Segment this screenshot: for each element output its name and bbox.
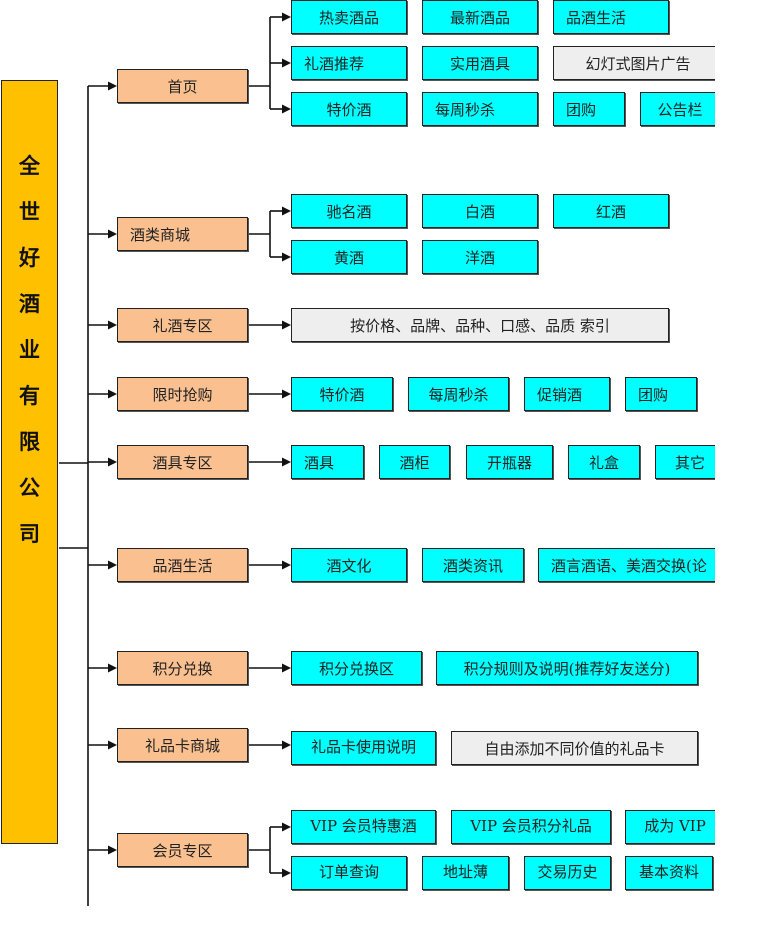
arrowhead-icon (108, 389, 117, 399)
root-title-char: 全 (19, 153, 40, 178)
arrowhead-icon (282, 663, 291, 673)
arrowhead-icon (282, 206, 291, 216)
page-node[interactable]: 其它 (655, 445, 715, 479)
page-node[interactable]: 红酒 (553, 194, 669, 228)
section-node[interactable]: 限时抢购 (117, 377, 248, 411)
page-node[interactable]: 礼品卡使用说明 (291, 731, 436, 765)
note-node[interactable]: 幻灯式图片广告 (553, 46, 715, 80)
section-node[interactable]: 积分兑换 (117, 651, 248, 685)
page-node[interactable]: 白酒 (422, 194, 538, 228)
page-node[interactable]: 最新酒品 (422, 0, 538, 34)
arrowhead-icon (282, 12, 291, 22)
arrowhead-icon (282, 560, 291, 570)
page-node[interactable]: 交易历史 (524, 856, 611, 890)
root-title-char: 好 (19, 245, 40, 270)
arrowhead-icon (108, 740, 117, 750)
page-node[interactable]: 地址薄 (422, 856, 509, 890)
page-node[interactable]: 礼酒推荐 (291, 46, 407, 80)
page-node[interactable]: 品酒生活 (553, 0, 669, 34)
page-node[interactable]: 订单查询 (291, 856, 407, 890)
page-node[interactable]: 基本资料 (625, 856, 713, 890)
root-title-char: 有 (19, 383, 40, 408)
page-node[interactable]: 洋酒 (422, 240, 538, 274)
arrowhead-icon (282, 457, 291, 467)
page-node[interactable]: 酒文化 (291, 548, 407, 582)
page-node[interactable]: 积分规则及说明(推荐好友送分) (436, 651, 698, 685)
page-node[interactable]: 酒具 (291, 445, 364, 479)
section-node[interactable]: 礼品卡商城 (117, 728, 248, 762)
page-node[interactable]: 热卖酒品 (291, 0, 407, 34)
arrowhead-icon (282, 822, 291, 832)
arrowhead-icon (282, 320, 291, 330)
page-node[interactable]: 每周秒杀 (422, 92, 538, 126)
arrowhead-icon (282, 868, 291, 878)
arrowhead-icon (108, 229, 117, 239)
section-node[interactable]: 品酒生活 (117, 548, 248, 582)
page-node[interactable]: 酒类资讯 (422, 548, 524, 582)
arrowhead-icon (108, 663, 117, 673)
arrowhead-icon (282, 104, 291, 114)
section-node[interactable]: 首页 (117, 69, 248, 103)
page-node[interactable]: VIP 会员特惠酒 (291, 810, 436, 844)
page-node[interactable]: 每周秒杀 (408, 377, 509, 411)
arrowhead-icon (282, 58, 291, 68)
page-node[interactable]: 酒柜 (379, 445, 450, 479)
page-node[interactable]: 团购 (553, 92, 625, 126)
arrowhead-icon (108, 560, 117, 570)
note-node[interactable]: 按价格、品牌、品种、口感、品质 索引 (291, 308, 669, 342)
company-root-node: 全世好酒业有限公司 (1, 80, 58, 844)
section-node[interactable]: 礼酒专区 (117, 308, 248, 342)
page-node[interactable]: 驰名酒 (291, 194, 407, 228)
page-node[interactable]: 黄酒 (291, 240, 407, 274)
connector-lines (59, 12, 291, 906)
root-title-char: 世 (19, 199, 40, 224)
page-node[interactable]: 开瓶器 (466, 445, 553, 479)
root-title-char: 酒 (19, 291, 40, 316)
note-node[interactable]: 自由添加不同价值的礼品卡 (451, 731, 698, 765)
page-node[interactable]: 酒言酒语、美酒交换(论 (538, 548, 715, 582)
section-node[interactable]: 酒具专区 (117, 445, 248, 479)
root-title-char: 限 (19, 429, 40, 454)
arrowhead-icon (108, 81, 117, 91)
page-node[interactable]: 促销酒 (524, 377, 610, 411)
page-node[interactable]: 积分兑换区 (291, 651, 422, 685)
page-node[interactable]: 实用酒具 (422, 46, 538, 80)
arrowhead-icon (108, 845, 117, 855)
site-map-diagram: 全世好酒业有限公司 首页热卖酒品最新酒品品酒生活礼酒推荐实用酒具幻灯式图片广告特… (1, 0, 715, 906)
page-node[interactable]: 礼盒 (568, 445, 640, 479)
arrowhead-icon (282, 389, 291, 399)
page-node[interactable]: 公告栏 (640, 92, 715, 126)
root-title-char: 业 (19, 337, 40, 362)
page-node[interactable]: 团购 (625, 377, 697, 411)
arrowhead-icon (282, 740, 291, 750)
root-title-char: 司 (19, 521, 40, 546)
arrowhead-icon (282, 252, 291, 262)
section-node[interactable]: 酒类商城 (117, 217, 248, 251)
arrowhead-icon (108, 320, 117, 330)
page-node[interactable]: 特价酒 (291, 377, 393, 411)
root-title-char: 公 (19, 475, 40, 500)
page-node[interactable]: 成为 VIP (625, 810, 715, 844)
arrowhead-icon (108, 457, 117, 467)
page-node[interactable]: VIP 会员积分礼品 (451, 810, 611, 844)
page-node[interactable]: 特价酒 (291, 92, 407, 126)
section-node[interactable]: 会员专区 (117, 833, 248, 867)
